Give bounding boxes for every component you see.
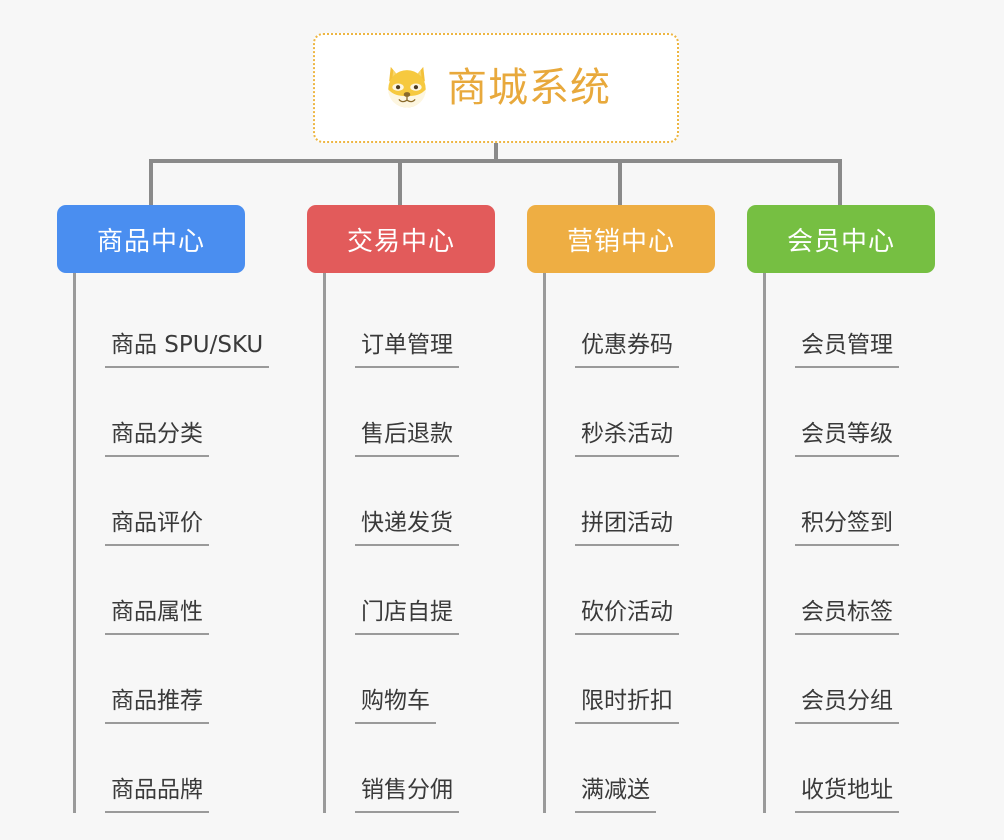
list-item[interactable]: 优惠券码 <box>546 279 715 368</box>
list-item[interactable]: 收货地址 <box>766 724 935 813</box>
category-label: 商品中心 <box>96 226 205 257</box>
branch-rail-trade-center: 订单管理 售后退款 快递发货 门店自提 购物车 销售分佣 <box>323 273 495 813</box>
connector-drop-4 <box>838 159 842 205</box>
list-item[interactable]: 商品属性 <box>76 546 245 635</box>
connector-drop-2 <box>398 159 402 205</box>
leaf-label: 拼团活动 <box>575 510 679 546</box>
list-item[interactable]: 售后退款 <box>326 368 495 457</box>
branch-rail-marketing-center: 优惠券码 秒杀活动 拼团活动 砍价活动 限时折扣 满减送 <box>543 273 715 813</box>
column-trade-center: 交易中心 订单管理 售后退款 快递发货 门店自提 购物车 销售分佣 <box>307 205 495 813</box>
leaf-label: 商品 SPU/SKU <box>105 332 270 368</box>
leaf-label: 快递发货 <box>355 510 459 546</box>
leaf-label: 收货地址 <box>795 777 899 813</box>
list-item[interactable]: 销售分佣 <box>326 724 495 813</box>
leaf-label: 会员管理 <box>795 332 899 368</box>
list-item[interactable]: 门店自提 <box>326 546 495 635</box>
connector-drop-3 <box>618 159 622 205</box>
list-item[interactable]: 商品评价 <box>76 457 245 546</box>
list-item[interactable]: 拼团活动 <box>546 457 715 546</box>
column-product-center: 商品中心 商品 SPU/SKU 商品分类 商品评价 商品属性 商品推荐 商品品牌 <box>57 205 270 813</box>
leaf-label: 积分签到 <box>795 510 899 546</box>
category-header-trade-center[interactable]: 交易中心 <box>307 205 495 273</box>
category-label: 会员中心 <box>786 226 895 257</box>
list-item[interactable]: 砍价活动 <box>546 546 715 635</box>
category-label: 营销中心 <box>566 226 675 257</box>
column-member-center: 会员中心 会员管理 会员等级 积分签到 会员标签 会员分组 收货地址 <box>747 205 935 813</box>
list-item[interactable]: 满减送 <box>546 724 715 813</box>
leaf-label: 满减送 <box>575 777 656 813</box>
leaf-label: 商品评价 <box>105 510 209 546</box>
list-item[interactable]: 商品 SPU/SKU <box>76 279 270 368</box>
list-item[interactable]: 商品品牌 <box>76 724 245 813</box>
category-header-product-center[interactable]: 商品中心 <box>57 205 245 273</box>
leaf-label: 订单管理 <box>355 332 459 368</box>
columns-container: 商品中心 商品 SPU/SKU 商品分类 商品评价 商品属性 商品推荐 商品品牌… <box>0 205 1004 840</box>
leaf-label: 销售分佣 <box>355 777 459 813</box>
leaf-label: 砍价活动 <box>575 599 679 635</box>
leaf-label: 门店自提 <box>355 599 459 635</box>
list-item[interactable]: 会员分组 <box>766 635 935 724</box>
leaf-label: 限时折扣 <box>575 688 679 724</box>
leaf-label: 会员分组 <box>795 688 899 724</box>
leaf-label: 优惠券码 <box>575 332 679 368</box>
list-item[interactable]: 秒杀活动 <box>546 368 715 457</box>
leaf-label: 会员等级 <box>795 421 899 457</box>
list-item[interactable]: 购物车 <box>326 635 495 724</box>
branch-rail-member-center: 会员管理 会员等级 积分签到 会员标签 会员分组 收货地址 <box>763 273 935 813</box>
leaf-label: 会员标签 <box>795 599 899 635</box>
branch-rail-product-center: 商品 SPU/SKU 商品分类 商品评价 商品属性 商品推荐 商品品牌 <box>73 273 270 813</box>
dog-face-icon <box>388 66 426 109</box>
root-node[interactable]: 商城系统 <box>313 33 679 143</box>
leaf-label: 商品推荐 <box>105 688 209 724</box>
leaf-label: 商品属性 <box>105 599 209 635</box>
list-item[interactable]: 会员等级 <box>766 368 935 457</box>
connector-drop-1 <box>149 159 153 205</box>
root-title: 商城系统 <box>447 65 611 111</box>
list-item[interactable]: 快递发货 <box>326 457 495 546</box>
category-header-member-center[interactable]: 会员中心 <box>747 205 935 273</box>
leaf-label: 秒杀活动 <box>575 421 679 457</box>
list-item[interactable]: 订单管理 <box>326 279 495 368</box>
list-item[interactable]: 会员管理 <box>766 279 935 368</box>
leaf-label: 购物车 <box>355 688 436 724</box>
leaf-label: 商品品牌 <box>105 777 209 813</box>
category-label: 交易中心 <box>346 226 455 257</box>
category-header-marketing-center[interactable]: 营销中心 <box>527 205 715 273</box>
column-marketing-center: 营销中心 优惠券码 秒杀活动 拼团活动 砍价活动 限时折扣 满减送 <box>527 205 715 813</box>
leaf-label: 售后退款 <box>355 421 459 457</box>
list-item[interactable]: 限时折扣 <box>546 635 715 724</box>
connector-root-stem <box>494 143 498 161</box>
list-item[interactable]: 商品分类 <box>76 368 245 457</box>
list-item[interactable]: 积分签到 <box>766 457 935 546</box>
list-item[interactable]: 会员标签 <box>766 546 935 635</box>
list-item[interactable]: 商品推荐 <box>76 635 245 724</box>
leaf-label: 商品分类 <box>105 421 209 457</box>
connector-horizontal-bus <box>149 159 841 163</box>
